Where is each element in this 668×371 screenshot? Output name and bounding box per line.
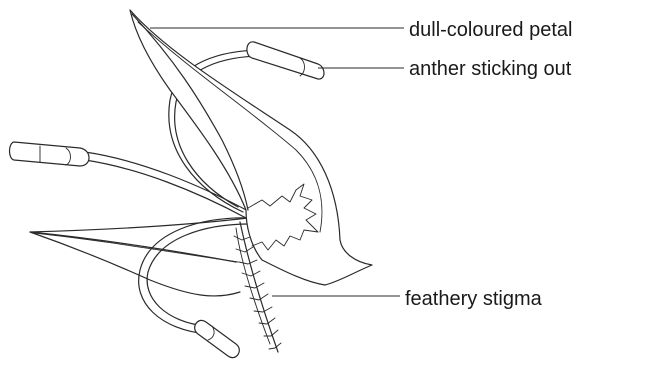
left-anther xyxy=(10,142,90,166)
stigma-label: feathery stigma xyxy=(405,289,542,309)
petal-label: dull-coloured petal xyxy=(409,20,572,40)
upper-anther xyxy=(247,42,324,79)
bract-midrib xyxy=(34,233,238,262)
lower-anther xyxy=(195,320,240,357)
upper-bract xyxy=(30,218,248,262)
anther-label: anther sticking out xyxy=(409,59,571,79)
left-filament-inner xyxy=(85,160,246,218)
lower-bract xyxy=(30,232,240,296)
